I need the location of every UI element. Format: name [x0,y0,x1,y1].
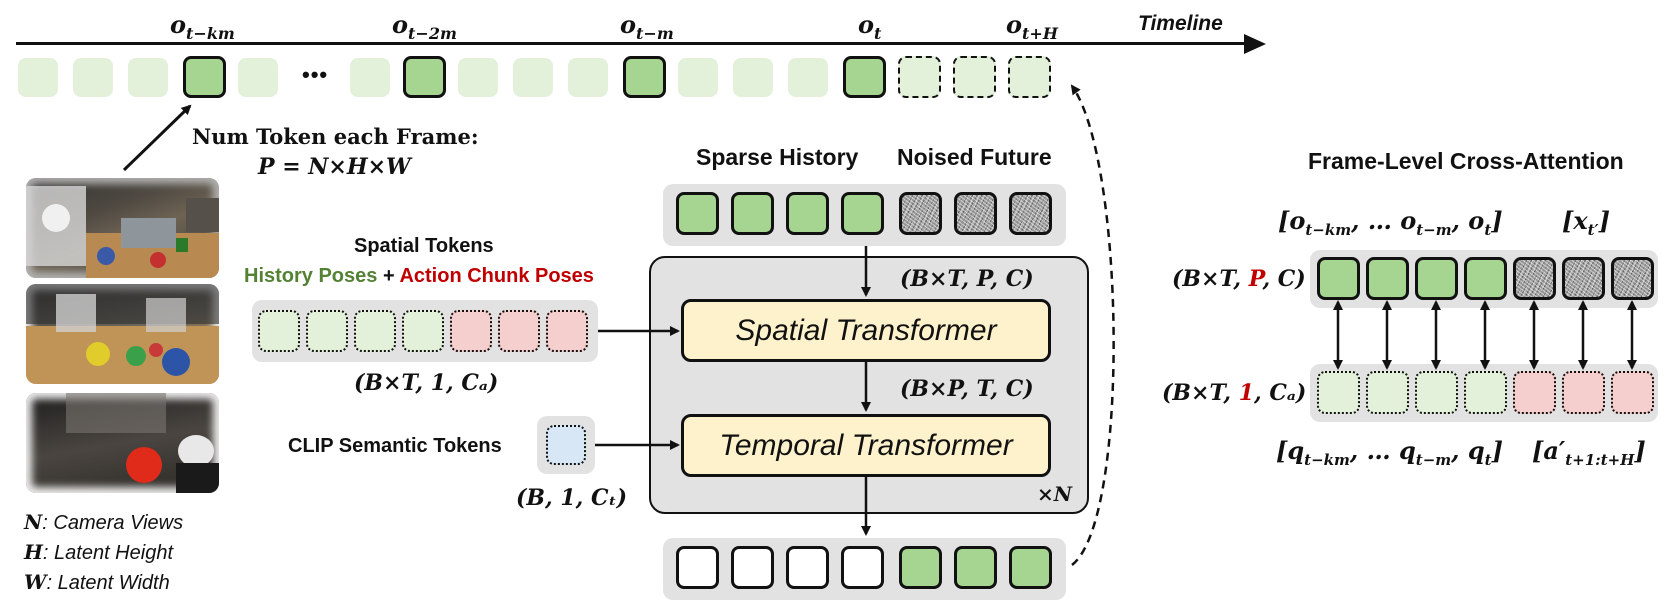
camera-view-scene-1 [26,178,219,278]
cross-attn-action-token [1611,371,1654,414]
cross-attn-q-token [1317,371,1360,414]
num-token-title: Num Token each Frame: [192,124,479,149]
noised-future-token [899,192,942,235]
clip-semantic-tokens-label: CLIP Semantic Tokens [288,435,502,457]
legend-latent-height: H: Latent Height [24,540,173,564]
output-future-token [954,546,997,589]
temporal-transformer: Temporal Transformer [681,414,1051,477]
marker-o-t-m: ot−m [620,10,674,43]
output-history-token [786,546,829,589]
timeline-token-keyframe [403,56,446,98]
marker-o-t-km: ot−km [170,10,235,43]
sparse-history-token [731,192,774,235]
cross-attn-x-label: [xt′] [1562,206,1610,239]
cross-attn-obs-token [1415,257,1458,300]
camera-view-scene-3 [66,393,219,493]
spatial-transformer: Spatial Transformer [681,299,1051,362]
cross-attn-q-label: [qt−km, … qt−m, qt] [1276,436,1503,469]
timeline-token [733,58,773,97]
cross-attn-q-token [1415,371,1458,414]
timeline-token-keyframe [183,56,226,98]
action-chunk-poses-label: Action Chunk Poses [399,265,594,287]
timeline-token [18,58,58,97]
cross-attention-title: Frame-Level Cross-Attention [1308,148,1624,174]
cross-attn-noise-token [1562,257,1605,300]
cross-attn-shape-top: (B×T, P, C) [1172,266,1306,292]
sparse-history-token [841,192,884,235]
spatial-tokens-title: Spatial Tokens [354,235,494,257]
shape-bxp-t-c: (B×P, T, C) [900,376,1034,402]
sparse-history-token [786,192,829,235]
timeline-token [238,58,278,97]
cross-attn-shape-bottom: (B×T, 1, Cₐ) [1162,380,1307,406]
timeline-label: Timeline [1138,12,1223,35]
timeline-token-future [898,56,941,98]
cross-attn-q-token [1366,371,1409,414]
timeline-token-current [843,56,886,98]
legend-latent-width: W: Latent Width [24,570,170,594]
spatial-tokens-shape: (B×T, 1, Cₐ) [354,370,499,396]
spatial-tokens-legend: History Poses + Action Chunk Poses [244,265,594,287]
history-pose-token [402,310,444,352]
marker-o-t-plus-h: ot+H [1006,10,1058,43]
sparse-history-header: Sparse History [696,144,859,170]
marker-o-t: ot [858,10,882,43]
clip-token [546,425,586,465]
noised-future-token [1009,192,1052,235]
feedback-dashed-arrow [1070,84,1115,566]
legend-camera-views: N: Camera Views [24,510,184,534]
timeline-axis [16,42,1248,45]
camera-view-image-1 [26,178,219,278]
history-pose-token [354,310,396,352]
repeat-n-label: ×N [1037,482,1073,506]
history-poses-label: History Poses [244,265,378,287]
cross-attn-obs-label: [ot−km, … ot−m, ot] [1278,206,1503,239]
action-pose-token [450,310,492,352]
timeline-arrowhead [1244,34,1266,54]
action-pose-token [498,310,540,352]
camera-view-scene-2 [26,284,219,384]
timeline-token [678,58,718,97]
timeline-token [788,58,828,97]
cross-attn-action-token [1513,371,1556,414]
output-history-token [731,546,774,589]
marker-o-t-2m: ot−2m [392,10,457,43]
timeline-token [513,58,553,97]
history-pose-token [258,310,300,352]
cross-attn-obs-token [1317,257,1360,300]
output-future-token [1009,546,1052,589]
camera-view-image-3 [26,393,219,493]
camera-view-image-2 [26,284,219,384]
timeline-token [128,58,168,97]
timeline-ellipsis: ••• [302,62,329,87]
timeline-token-future [1008,56,1051,98]
timeline-token [458,58,498,97]
output-history-token [676,546,719,589]
action-pose-token [546,310,588,352]
cross-attn-noise-token [1513,257,1556,300]
history-pose-token [306,310,348,352]
num-token-formula: P = N×H×W [258,154,411,180]
cross-attn-obs-token [1366,257,1409,300]
sparse-history-token [676,192,719,235]
shape-bxt-p-c: (B×T, P, C) [900,266,1034,292]
noised-future-header: Noised Future [897,144,1052,170]
timeline-token-future [953,56,996,98]
cross-attn-obs-token [1464,257,1507,300]
frame-pointer-arrow [122,104,192,172]
cross-attn-q-token [1464,371,1507,414]
output-history-token [841,546,884,589]
timeline-token-keyframe [623,56,666,98]
clip-shape: (B, 1, Cₜ) [516,485,628,511]
cross-attn-noise-token [1611,257,1654,300]
timeline-token [350,58,390,97]
cross-attn-action-token [1562,371,1605,414]
noised-future-token [954,192,997,235]
timeline-token [568,58,608,97]
timeline-token [73,58,113,97]
cross-attn-a-label: [a′t+1:t+H] [1532,436,1646,469]
output-future-token [899,546,942,589]
